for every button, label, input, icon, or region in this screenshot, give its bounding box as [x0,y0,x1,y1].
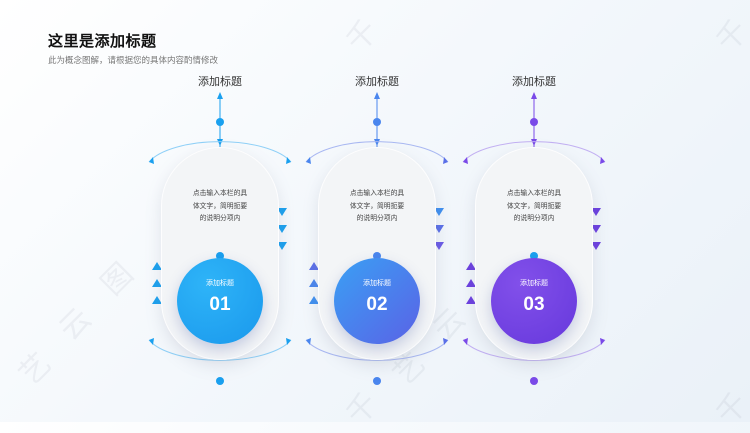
watermark-glyph: 云 [52,301,99,348]
step-number: 02 [366,294,388,315]
step-number-circle: 添加标题 01 [177,258,263,344]
watermark-glyph: 千 [709,386,750,433]
desc-line: 点击输入本栏的具 [349,189,405,197]
watermark-glyph: 艺 [12,346,59,393]
step-description: 点击输入本栏的具 体文字，简明扼要 的说明分项内 [489,187,579,225]
step-heading: 添加标题 [355,75,399,88]
step-description: 点击输入本栏的具 体文字，简明扼要 的说明分项内 [332,187,422,225]
desc-line: 的说明分项内 [199,214,241,222]
desc-line: 点击输入本栏的具 [506,189,562,197]
desc-line: 体文字，简明扼要 [192,201,248,210]
step-2: 添加标题 点击输入本栏的具 体文字，简明扼要 的说明分项内 添加标题 02 [292,0,462,422]
desc-line: 点击输入本栏的具 [192,189,248,197]
circle-label: 添加标题 [520,279,548,287]
page-subtitle: 此为概念图解，请根据您的具体内容酌情修改 [48,56,219,66]
step-description: 点击输入本栏的具 体文字，简明扼要 的说明分项内 [175,187,265,225]
watermark-glyph: 图 [94,256,141,303]
step-number: 01 [209,294,231,315]
connector-dot [373,252,381,260]
connector-dot [530,252,538,260]
step-heading: 添加标题 [512,75,556,88]
step-1: 添加标题 点击输入本栏的具 体文字，简明扼要 的说明分项内 添加标题 [135,0,305,422]
step-number: 03 [523,294,545,315]
watermark-glyph: 千 [709,13,750,60]
desc-line: 体文字，简明扼要 [506,201,562,210]
page-title: 这里是添加标题 [48,32,157,50]
desc-line: 的说明分项内 [513,214,555,222]
desc-line: 的说明分项内 [356,214,398,222]
desc-line: 体文字，简明扼要 [349,201,405,210]
step-number-circle: 添加标题 03 [491,258,577,344]
step-3: 添加标题 点击输入本栏的具 体文字，简明扼要 的说明分项内 添加标题 03 [449,0,619,422]
step-connector-graphic [305,92,449,385]
circle-label: 添加标题 [363,279,391,287]
circle-label: 添加标题 [206,279,234,287]
step-number-circle: 添加标题 02 [334,258,420,344]
connector-dot [216,252,224,260]
step-heading: 添加标题 [198,75,242,88]
